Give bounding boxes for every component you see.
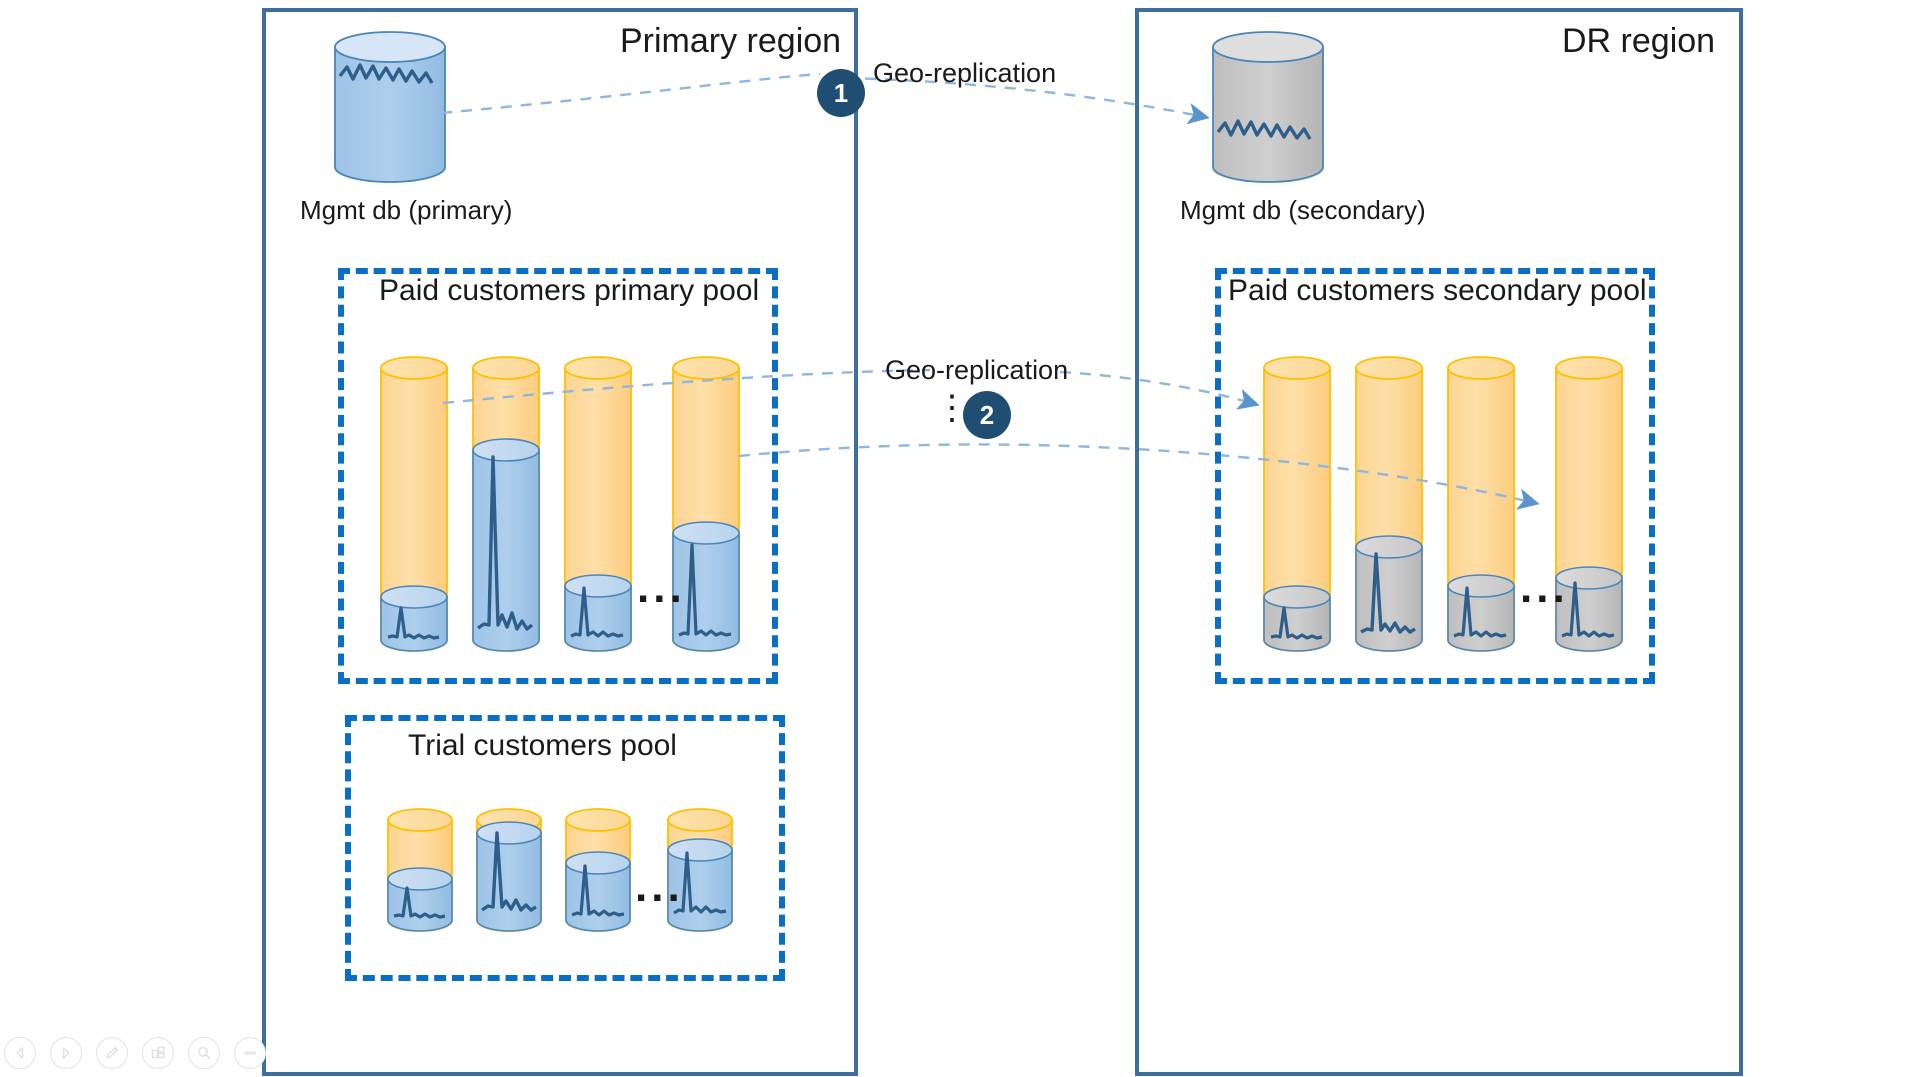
pool-ellipsis-paid-secondary: ... [1520, 563, 1569, 612]
mgmt-db-primary-label: Mgmt db (primary) [300, 195, 513, 225]
edit-pen-icon[interactable] [96, 1037, 128, 1069]
geo-replication-label-1: Geo-replication [873, 58, 1057, 88]
next-icon[interactable] [50, 1037, 82, 1069]
geo-replication-label-2: Geo-replication [885, 355, 1069, 385]
step-badge-2[interactable]: 2 [964, 392, 1010, 438]
vertical-ellipsis: ⋮ [935, 389, 969, 427]
pool-frame-paid-secondary [1215, 268, 1655, 684]
step-badge-1[interactable]: 1 [818, 70, 864, 116]
pool-ellipsis-trial: ... [635, 862, 684, 911]
pool-title-trial: Trial customers pool [408, 729, 677, 762]
region-title-dr: DR region [1562, 22, 1716, 60]
zoom-icon[interactable] [188, 1037, 220, 1069]
pool-title-paid-primary: Paid customers primary pool [379, 274, 760, 307]
layout-icon[interactable] [142, 1037, 174, 1069]
pool-title-paid-secondary: Paid customers secondary pool [1228, 274, 1647, 307]
mgmt-db-secondary-label: Mgmt db (secondary) [1180, 195, 1426, 225]
region-title-primary: Primary region [620, 22, 842, 60]
region-frame-primary [262, 8, 858, 1076]
previous-icon[interactable] [4, 1037, 36, 1069]
region-frame-dr [1135, 8, 1743, 1076]
bottom-toolbar [4, 1037, 266, 1069]
pool-ellipsis-paid-primary: ... [637, 563, 686, 612]
pool-frame-trial [345, 715, 785, 981]
pool-frame-paid-primary [338, 268, 778, 684]
more-icon[interactable] [234, 1037, 266, 1069]
